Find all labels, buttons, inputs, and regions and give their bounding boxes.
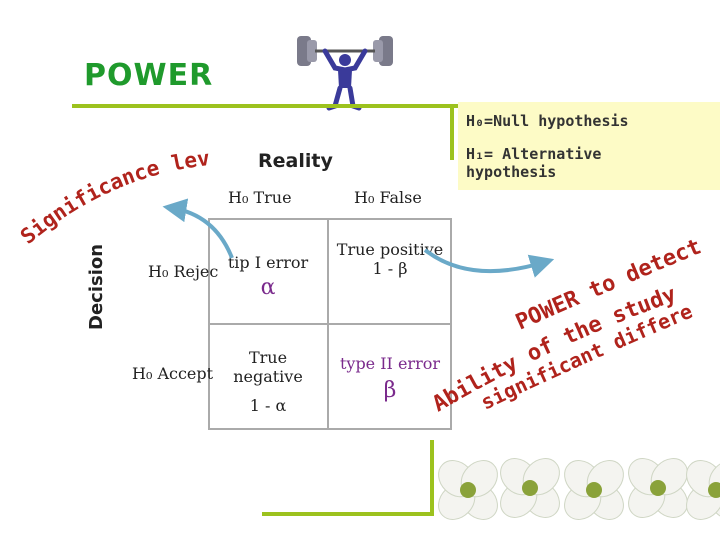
cell-true-positive: True positive 1 - β [330,240,450,278]
arrow-to-significance [162,198,234,259]
flower-icon [438,460,498,520]
cell-type-one-error: tip I error α [212,253,324,300]
footer-rule [262,512,432,516]
flower-icon [564,460,624,520]
flower-icon [628,458,688,518]
true-positive-label: True positive [336,240,444,259]
power-value: 1 - β [372,259,408,278]
flower-icon [686,460,720,520]
grid-line [208,323,452,325]
type-one-label: tip I error [227,253,309,272]
title-rule [72,104,644,108]
null-hypothesis-label: H₀=Null hypothesis [466,112,629,130]
col-header-true: H₀ True [228,188,292,207]
reality-label: Reality [258,150,333,172]
hypothesis-legend: H₀=Null hypothesis H₁= Alternative hypot… [458,102,720,190]
grid-line [208,428,452,430]
footer-rule-vertical [430,440,434,516]
row-header-reject: H₀ Rejec [148,262,219,281]
true-negative-label: True negative [233,348,303,386]
col-header-false: H₀ False [354,188,422,207]
type-two-label: type II error [339,354,441,373]
flower-icon [500,458,560,518]
confidence-value: 1 - α [249,396,287,415]
alt-hypothesis-label: H₁= Alternative hypothesis [466,145,602,181]
legend-rule [450,104,454,160]
alpha-symbol: α [260,275,276,300]
cell-true-negative: True negative 1 - α [212,348,324,415]
cell-type-two-error: type II error β [330,354,450,403]
page-title: POWER [84,58,214,93]
arrow-to-power [423,248,555,278]
grid-line [208,218,452,220]
beta-symbol: β [383,378,397,403]
row-header-accept: H₀ Accept [132,364,214,383]
